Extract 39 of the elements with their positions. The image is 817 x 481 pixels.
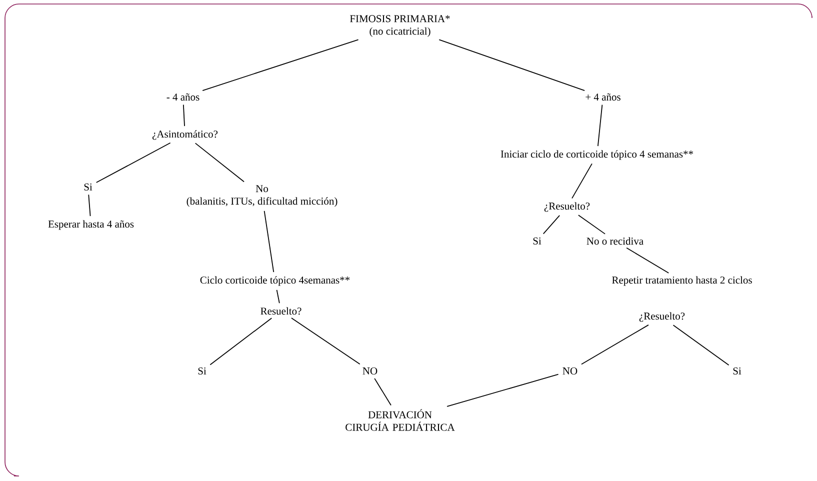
connector-line xyxy=(672,324,730,366)
connector-line xyxy=(276,289,280,304)
flow-text: ¿Resuelto? xyxy=(639,312,685,322)
flow-text: Iniciar ciclo de corticoide tópico 4 semanas** xyxy=(500,150,694,160)
flow-text: Repetir tratamiento hasta 2 ciclos xyxy=(612,276,752,286)
flow-text: Si xyxy=(84,183,92,191)
connector-line xyxy=(202,39,359,92)
flow-text: NO xyxy=(562,367,578,375)
flow-text: DERIVACIÓN CIRUGÍA PEDIÁTRICA xyxy=(346,409,455,431)
flow-text: FIMOSIS PRIMARIA* (no cicatricial) xyxy=(350,15,450,37)
connector-line xyxy=(88,194,91,216)
flow-text: ¿Asintomático? xyxy=(152,130,218,140)
flow-text: Esperar hasta 4 años xyxy=(48,220,134,230)
connector-line xyxy=(542,214,560,234)
connector-line xyxy=(578,214,606,234)
connector-line xyxy=(194,142,244,182)
flow-text: Resuelto? xyxy=(260,307,302,315)
flow-text: ¿Resuelto? xyxy=(544,202,590,212)
flow-text: No o recidiva xyxy=(586,237,644,245)
flow-text: NO xyxy=(362,367,378,375)
flow-text: Ciclo corticoide tópico 4semanas** xyxy=(200,276,350,286)
flow-text: Si xyxy=(533,237,542,245)
flow-text: - 4 años xyxy=(166,93,200,101)
connector-line xyxy=(374,378,392,406)
connector-line xyxy=(572,163,592,199)
connector-line xyxy=(96,142,171,183)
flow-text: No (balanitis, ITUs, dificultad micción) xyxy=(186,185,338,207)
flow-text: Si xyxy=(198,367,206,375)
connector-line xyxy=(446,374,559,407)
flow-text: + 4 años xyxy=(586,93,620,101)
connector-line xyxy=(182,104,185,126)
connector-line xyxy=(291,318,360,365)
connector-line xyxy=(581,324,649,365)
flow-text: Si xyxy=(733,367,742,375)
connector-line xyxy=(210,318,272,366)
connector-line xyxy=(626,247,670,274)
connector-line xyxy=(438,39,586,91)
connector-line xyxy=(264,210,274,272)
connector-line xyxy=(597,104,603,146)
